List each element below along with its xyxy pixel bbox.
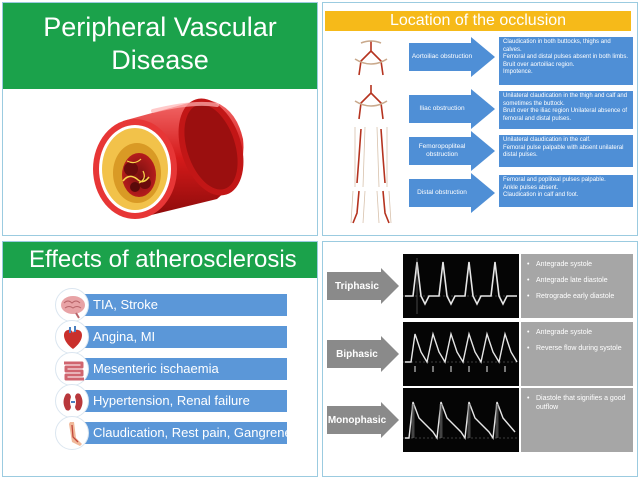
occlusion-label: Distal obstruction xyxy=(417,189,467,196)
occlusion-row-femoropopliteal: Femoropopliteal obstruction Unilateral c… xyxy=(409,131,635,171)
effect-label: Angina, MI xyxy=(83,326,287,348)
waveform-row-monophasic: Monophasic Diastole that signifies a goo… xyxy=(327,388,633,456)
desc-line: Unilateral claudication in the calf. xyxy=(503,137,591,143)
effects-title: Effects of atherosclerosis xyxy=(3,242,317,278)
waveform-notes: Antegrade systole Antegrade late diastol… xyxy=(521,254,633,318)
desc-line: Claudication in both buttocks, thighs an… xyxy=(503,39,611,53)
waveform-note: Antegrade systole xyxy=(527,328,629,337)
occlusion-label: Iliac obstruction xyxy=(419,105,465,112)
waveforms-panel: Triphasic Antegrade systole Antegrade la… xyxy=(322,241,638,477)
effect-label: TIA, Stroke xyxy=(83,294,287,316)
desc-line: Femoral and popliteal pulses palpable. xyxy=(503,177,606,183)
biphasic-waveform-image xyxy=(403,322,519,386)
desc-line: Claudication in calf and foot. xyxy=(503,192,579,199)
waveform-arrow: Triphasic xyxy=(327,268,399,304)
desc-line: Femoral and distal pulses absent in both… xyxy=(503,54,629,61)
occlusion-label: Aortoiliac obstruction xyxy=(411,53,473,60)
occlusion-row-aortoiliac: Aortoiliac obstruction Claudication in b… xyxy=(409,37,635,85)
occlusion-description: Femoral and popliteal pulses palpable. A… xyxy=(499,175,633,207)
location-panel: Location of the occlusion Aortoiliac obs… xyxy=(322,2,638,236)
waveform-label: Monophasic xyxy=(327,414,387,426)
monophasic-waveform-image xyxy=(403,388,519,452)
desc-line: Bruit over aortoiliac region. xyxy=(503,61,575,68)
heart-icon xyxy=(55,320,89,354)
waveform-note: Reverse flow during systole xyxy=(527,344,629,353)
desc-line: Unilateral claudication in the thigh and… xyxy=(503,93,628,107)
waveform-note: Diastole that signifies a good outflow xyxy=(527,394,629,412)
waveform-label: Triphasic xyxy=(335,280,379,292)
occlusion-row-iliac: Iliac obstruction Unilateral claudicatio… xyxy=(409,89,635,129)
waveform-note: Antegrade late diastole xyxy=(527,276,629,285)
waveform-row-triphasic: Triphasic Antegrade systole Antegrade la… xyxy=(327,254,633,322)
leg-icon xyxy=(55,416,89,450)
pvd-title-line1: Peripheral Vascular xyxy=(43,12,277,42)
pvd-panel: Peripheral Vascular Disease xyxy=(2,2,318,236)
waveform-arrow: Biphasic xyxy=(327,336,399,372)
waveform-row-biphasic: Biphasic Antegrade systole Reverse flow … xyxy=(327,322,633,390)
occlusion-description: Unilateral claudication in the thigh and… xyxy=(499,91,633,129)
occlusion-arrow: Distal obstruction xyxy=(409,173,495,213)
desc-line: Ankle pulses absent. xyxy=(503,184,559,191)
waveform-label: Biphasic xyxy=(336,348,378,360)
pvd-title: Peripheral Vascular Disease xyxy=(3,3,317,89)
occlusion-description: Unilateral claudication in the calf. Fem… xyxy=(499,135,633,167)
desc-line: Impotence. xyxy=(503,69,533,76)
desc-line: Bruit over the iliac region Unilateral a… xyxy=(503,108,628,122)
waveform-note: Retrograde early diastole xyxy=(527,292,629,301)
effect-item: Mesenteric ischaemia xyxy=(55,352,287,386)
waveform-note: Antegrade systole xyxy=(527,260,629,269)
location-title: Location of the occlusion xyxy=(325,11,631,31)
occlusion-arrow: Iliac obstruction xyxy=(409,89,495,129)
brain-icon xyxy=(55,288,89,322)
waveform-notes: Diastole that signifies a good outflow xyxy=(521,388,633,452)
desc-line: Femoral pulse palpable with absent unila… xyxy=(503,144,624,159)
kidney-icon xyxy=(55,384,89,418)
occlusion-row-distal: Distal obstruction Femoral and popliteal… xyxy=(409,173,635,213)
effect-item: Angina, MI xyxy=(55,320,287,354)
artery-plaque-illustration xyxy=(93,98,244,219)
effect-item: Claudication, Rest pain, Gangrene xyxy=(55,416,292,450)
pvd-title-line2: Disease xyxy=(111,45,209,75)
waveform-notes: Antegrade systole Reverse flow during sy… xyxy=(521,322,633,386)
effect-label: Mesenteric ischaemia xyxy=(83,358,287,380)
leg-arteries-illustrations xyxy=(350,40,392,224)
occlusion-description: Claudication in both buttocks, thighs an… xyxy=(499,37,633,85)
effect-label: Claudication, Rest pain, Gangrene xyxy=(83,422,292,444)
occlusion-arrow: Aortoiliac obstruction xyxy=(409,37,495,77)
effect-label: Hypertension, Renal failure xyxy=(83,390,287,412)
effect-item: TIA, Stroke xyxy=(55,288,287,322)
occlusion-label: Femoropopliteal obstruction xyxy=(418,143,466,158)
occlusion-arrow: Femoropopliteal obstruction xyxy=(409,131,495,171)
intestine-icon xyxy=(55,352,89,386)
effect-item: Hypertension, Renal failure xyxy=(55,384,287,418)
waveform-arrow: Monophasic xyxy=(327,402,399,438)
effects-panel: Effects of atherosclerosis TIA, Stroke A… xyxy=(2,241,318,477)
triphasic-waveform-image xyxy=(403,254,519,318)
